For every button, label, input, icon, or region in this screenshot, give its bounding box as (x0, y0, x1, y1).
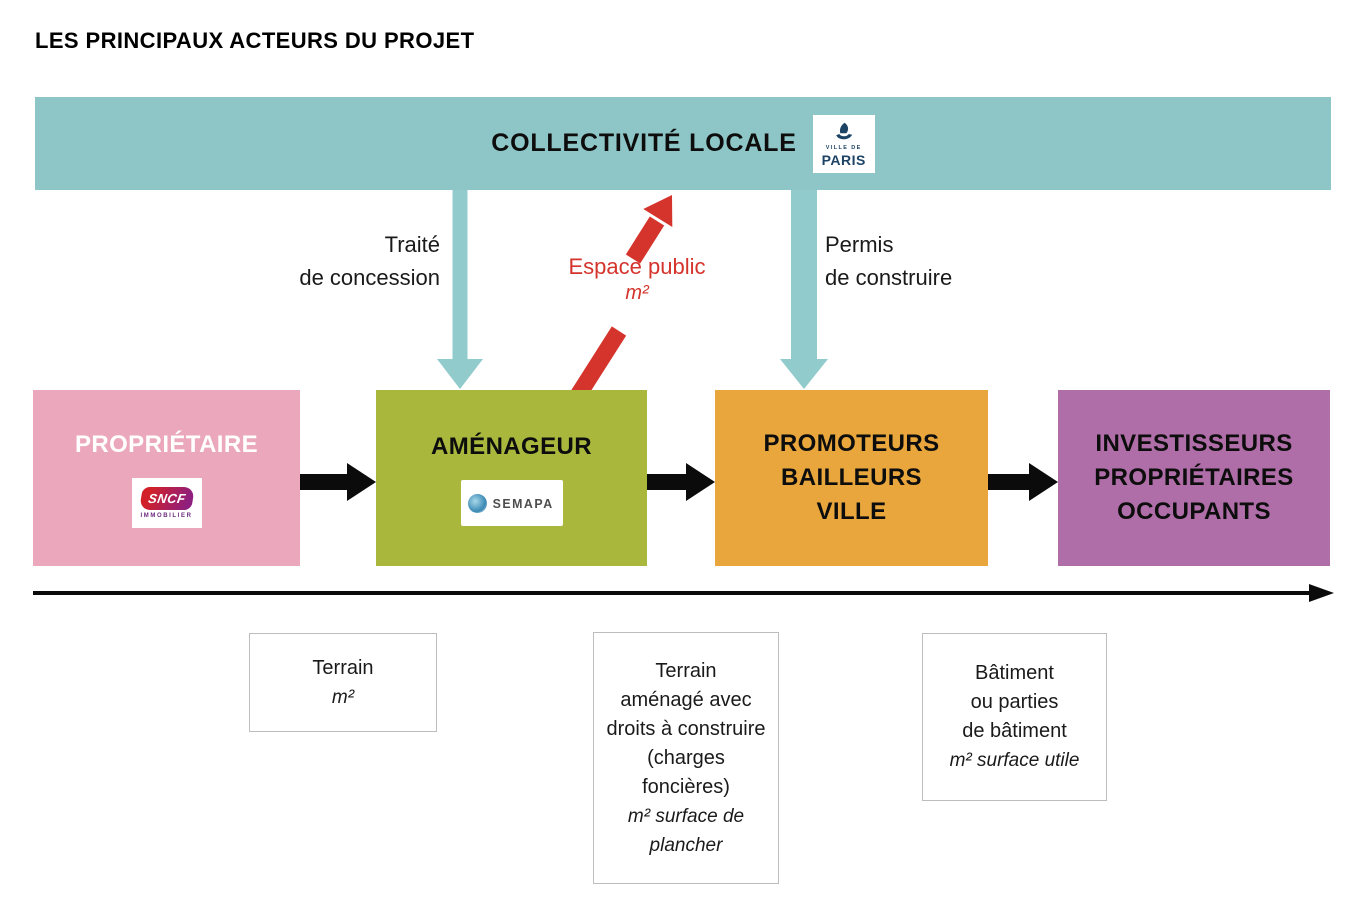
actor-box-investisseurs: INVESTISSEURS PROPRIÉTAIRES OCCUPANTS (1058, 390, 1330, 566)
paris-logo-title: PARIS (821, 151, 866, 168)
actor-title-amenageur: AMÉNAGEUR (431, 433, 592, 460)
actor-title-investisseurs-line2: PROPRIÉTAIRES (1094, 464, 1294, 491)
label-traite-line1: Traité (384, 232, 440, 257)
label-permis-de-construire: Permis de construire (825, 228, 1045, 294)
deliverable-box-terrain: Terrain m² (249, 633, 437, 732)
deliverable-amenage-line3: droits à construire (606, 717, 766, 740)
actor-title-proprietaire: PROPRIÉTAIRE (74, 431, 259, 458)
actor-title-promoteurs-line3: VILLE (816, 498, 887, 525)
label-permis-line1: Permis (825, 232, 894, 257)
actor-box-promoteurs: PROMOTEURS BAILLEURS VILLE (715, 390, 988, 566)
sncf-logo-subtitle: IMMOBILIER (140, 513, 193, 519)
sncf-logo-plate: SNCF (138, 487, 195, 510)
label-permis-line2: de construire (825, 265, 953, 290)
label-espace-unit: m² (625, 282, 649, 304)
deliverable-terrain-line1: Terrain (312, 656, 374, 679)
deliverable-amenage-unit1: m² surface de (627, 805, 745, 827)
label-espace-line1: Espace public (568, 254, 706, 279)
flow-arrow-proprietaire-amenageur (300, 463, 376, 501)
label-traite-line2: de concession (299, 265, 440, 290)
flow-arrow-amenageur-promoteurs (647, 463, 715, 501)
flow-arrow-promoteurs-investisseurs (988, 463, 1058, 501)
deliverable-amenage-unit2: plancher (649, 834, 723, 856)
ville-de-paris-logo: VILLE DE PARIS (812, 114, 875, 173)
actor-box-proprietaire: PROPRIÉTAIRE SNCF IMMOBILIER (33, 390, 300, 566)
collectivite-locale-banner: COLLECTIVITÉ LOCALE VILLE DE PARIS (35, 97, 1331, 190)
arrow-down-concession (437, 190, 483, 389)
label-traite-de-concession: Traité de concession (240, 228, 440, 294)
sncf-logo-word: SNCF (146, 491, 187, 506)
actor-title-investisseurs-line1: INVESTISSEURS (1095, 430, 1293, 457)
actor-title-investisseurs-line3: OCCUPANTS (1117, 498, 1271, 525)
semapa-logo: SEMAPA (460, 480, 563, 526)
semapa-logo-icon (467, 493, 487, 513)
banner-label: COLLECTIVITÉ LOCALE (491, 129, 797, 157)
sncf-immobilier-logo: SNCF IMMOBILIER (131, 478, 202, 528)
deliverable-batiment-line3: de bâtiment (962, 720, 1067, 742)
label-espace-public: Espace public m² (553, 254, 721, 305)
deliverable-batiment-line2: ou parties (970, 691, 1059, 713)
paris-logo-subtitle: VILLE DE (825, 145, 862, 152)
deliverable-amenage-line5: foncières) (642, 775, 730, 798)
page-title: LES PRINCIPAUX ACTEURS DU PROJET (35, 28, 475, 53)
arrow-down-permis (780, 190, 828, 389)
deliverable-batiment-line1: Bâtiment (975, 662, 1054, 684)
red-arrow-espace-public (569, 195, 673, 402)
actor-box-amenageur: AMÉNAGEUR SEMAPA (376, 390, 647, 566)
timeline-arrow (33, 584, 1334, 602)
deliverable-amenage-line4: (charges (647, 746, 725, 769)
deliverable-box-terrain-amenage: Terrain aménagé avec droits à construire… (593, 632, 779, 884)
actor-title-promoteurs-line2: BAILLEURS (781, 464, 922, 491)
deliverable-amenage-line1: Terrain (655, 659, 717, 682)
deliverable-box-batiment: Bâtiment ou parties de bâtiment m² surfa… (922, 633, 1107, 801)
semapa-logo-word: SEMAPA (492, 495, 554, 511)
paris-boat-icon (835, 123, 852, 140)
deliverable-batiment-unit: m² surface utile (949, 750, 1080, 771)
deliverable-terrain-unit: m² (331, 686, 355, 708)
deliverable-amenage-line2: aménagé avec (620, 688, 752, 711)
actor-title-promoteurs-line1: PROMOTEURS (763, 430, 940, 457)
